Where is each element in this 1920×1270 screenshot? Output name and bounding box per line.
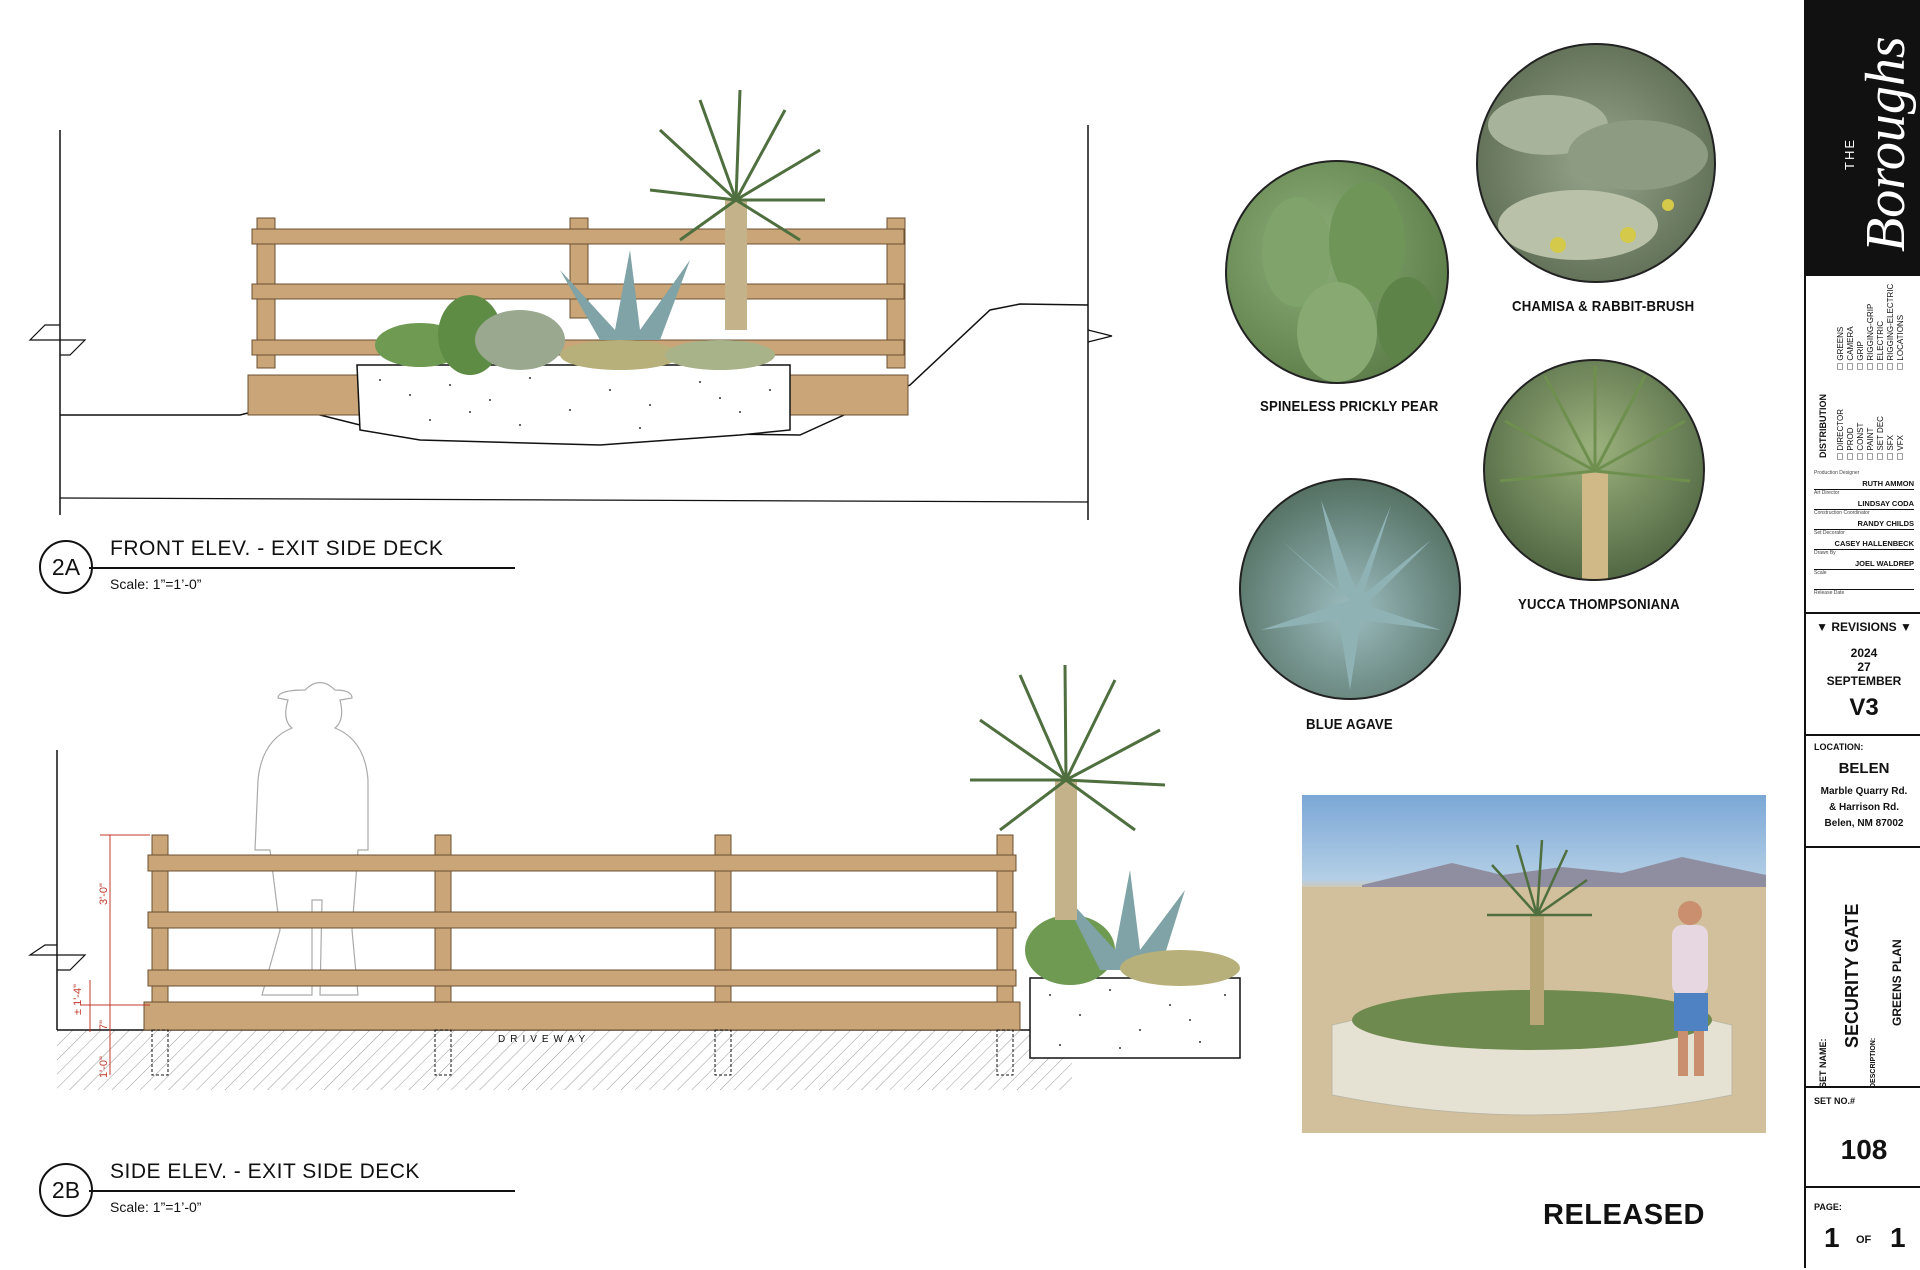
set-name: SECURITY GATE (1842, 903, 1862, 1048)
dist-item[interactable]: ☐ SFX (1886, 435, 1895, 460)
dist-item[interactable]: ☐ CONST (1856, 422, 1865, 460)
logo-panel: THE Boroughs (1806, 0, 1920, 276)
dist-item[interactable]: ☐ CAMERA (1846, 326, 1855, 370)
drawing-tag-2a: 2A (39, 540, 93, 594)
set-name-section: SET NAME: SECURITY GATE DESCRIPTION: GRE… (1806, 846, 1920, 1088)
location-addr2: & Harrison Rd. (1828, 802, 1899, 813)
title-underline-2b (89, 1190, 515, 1192)
dist-item[interactable]: ☐ SET DEC (1876, 416, 1885, 460)
planting-cluster-2a (375, 89, 825, 375)
description: GREENS PLAN (1890, 939, 1904, 1026)
dist-item[interactable]: ☐ RIGGING-ELECTRIC (1886, 283, 1895, 370)
dist-item[interactable]: ☐ GRIP (1856, 341, 1865, 370)
dist-item[interactable]: ☐ VFX (1896, 435, 1905, 460)
credit-row: Release Date (1814, 590, 1845, 596)
plant-label-yucca: YUCCA THOMPSONIANA (1518, 596, 1680, 613)
distribution-col2: ☐ GREENS ☐ CAMERA ☐ GRIP ☐ RIGGING-GRIP … (1836, 284, 1906, 370)
release-status: RELEASED (1543, 1199, 1705, 1231)
plant-label-blue-agave: BLUE AGAVE (1306, 716, 1393, 733)
page-section: PAGE: 1 OF 1 (1806, 1186, 1920, 1270)
distribution-label: DISTRIBUTION (1818, 394, 1828, 458)
logo-name: Boroughs (1855, 36, 1917, 252)
page-number: 1 (1824, 1222, 1840, 1253)
site-photo (1302, 795, 1766, 1133)
dimension-3ft: 3'-0" (98, 883, 110, 905)
dist-item[interactable]: ☐ ELECTRIC (1876, 321, 1885, 370)
dimension-1ft4: ± 1'-4" (72, 984, 84, 1015)
dimension-1ft: 1'-0" (98, 1056, 110, 1078)
drawing-tag-2b: 2B (39, 1163, 93, 1217)
title-underline-2a (89, 567, 515, 569)
dist-item[interactable]: ☐ DIRECTOR (1836, 408, 1845, 460)
drawing-scale-2a: Scale: 1”=1’-0” (110, 576, 202, 592)
set-no-section: SET NO.# 108 (1806, 1086, 1920, 1188)
dist-item[interactable]: ☐ GREENS (1836, 326, 1845, 370)
set-no: 108 (1840, 1134, 1888, 1165)
distribution-checklist: ☐ DIRECTOR ☐ PROD ☐ CONST ☐ PAINT ☐ SET … (1836, 284, 1916, 460)
set-no-label: SET NO.# (1814, 1096, 1856, 1106)
rev-month: SEPTEMBER (1826, 674, 1902, 688)
description-label: DESCRIPTION: (1870, 1037, 1877, 1088)
revisions-section: ▼ REVISIONS ▼ 2024 27 SEPTEMBER V3 (1806, 612, 1920, 736)
drawing-title-2a: FRONT ELEV. - EXIT SIDE DECK (110, 537, 444, 560)
plant-label-prickly-pear: SPINELESS PRICKLY PEAR (1260, 398, 1439, 415)
page-of: OF (1856, 1234, 1872, 1246)
planting-cluster-2b (970, 664, 1240, 986)
dist-item[interactable]: ☐ RIGGING-GRIP (1866, 303, 1875, 370)
distribution-col1: ☐ DIRECTOR ☐ PROD ☐ CONST ☐ PAINT ☐ SET … (1836, 409, 1906, 460)
location-section: LOCATION: BELEN Marble Quarry Rd. & Harr… (1806, 734, 1920, 848)
plant-label-chamisa: CHAMISA & RABBIT-BRUSH (1512, 298, 1695, 315)
front-elevation-drawing (28, 89, 1113, 520)
dist-item[interactable]: ☐ PROD (1846, 427, 1855, 460)
revisions-header: ▼ REVISIONS ▼ (1816, 620, 1912, 634)
chamisa-photo (1476, 43, 1716, 283)
page-label: PAGE: (1814, 1202, 1842, 1212)
side-elevation-drawing (28, 664, 1241, 1090)
credit-row: Scale (1814, 570, 1914, 590)
dimension-7in: 7" (98, 1019, 110, 1030)
driveway-label: DRIVEWAY (498, 1034, 591, 1045)
page-total: 1 (1890, 1222, 1906, 1253)
location-label: LOCATION: (1814, 742, 1864, 752)
dist-item[interactable]: ☐ PAINT (1866, 427, 1875, 460)
blue-agave-photo (1239, 478, 1461, 700)
rev-day: 27 (1857, 660, 1871, 674)
location-addr1: Marble Quarry Rd. (1820, 786, 1908, 797)
dist-item[interactable]: ☐ LOCATIONS (1896, 314, 1905, 370)
title-block: THE Boroughs DISTRIBUTION ☐ DIRECTOR ☐ P… (1804, 0, 1920, 1268)
prickly-pear-photo (1225, 160, 1449, 384)
rev-version: V3 (1849, 694, 1879, 721)
rev-year: 2024 (1850, 646, 1878, 660)
set-name-label: SET NAME: (1818, 1038, 1828, 1089)
yucca-photo (1483, 359, 1705, 581)
location-addr3: Belen, NM 87002 (1824, 818, 1904, 829)
drawing-title-2b: SIDE ELEV. - EXIT SIDE DECK (110, 1160, 420, 1183)
drawing-scale-2b: Scale: 1”=1’-0” (110, 1199, 202, 1215)
location-city: BELEN (1838, 760, 1890, 777)
